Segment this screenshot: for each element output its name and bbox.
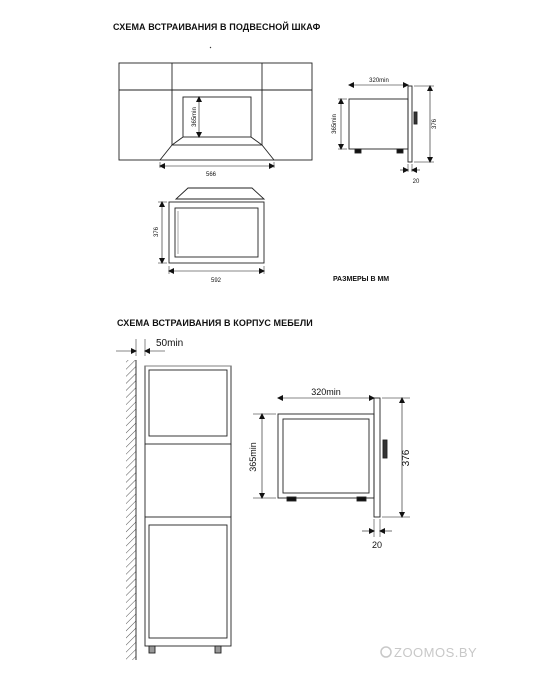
units-note: РАЗМЕРЫ В ММ <box>333 276 390 283</box>
label-side-depth-top: 320min <box>369 78 389 84</box>
label-gap: 50min <box>156 338 183 349</box>
title-furniture-case: СХЕМА ВСТРАИВАНИЯ В КОРПУС МЕБЕЛИ <box>117 318 313 328</box>
dim-side-depth-top: 320min <box>348 78 409 88</box>
dim-frame-bottom: 20 <box>362 519 392 550</box>
dim-gap: 50min <box>116 338 183 356</box>
dim-cabinet-width: 566 <box>159 162 275 178</box>
label-front-width: 592 <box>211 278 222 284</box>
oven-side-view-top <box>348 85 418 163</box>
label-niche-bottom: 365min <box>248 442 258 472</box>
label-height-bottom: 376 <box>401 449 412 466</box>
dim-niche-height: 365min <box>192 96 202 138</box>
title-wall-cabinet: СХЕМА ВСТРАИВАНИЯ В ПОДВЕСНОЙ ШКАФ <box>113 22 321 32</box>
watermark: ZOOMOS.BY <box>380 645 477 660</box>
wall-hatch <box>126 360 137 660</box>
label-niche-height: 365min <box>192 107 198 127</box>
dim-niche-bottom: 365min <box>248 413 276 499</box>
dim-side-depth-bottom: 320min <box>277 387 375 401</box>
dim-side-frame-top: 20 <box>400 164 420 185</box>
dim-side-niche-top: 365min <box>332 98 347 150</box>
label-side-niche-top: 365min <box>332 114 338 134</box>
label-side-height-top: 376 <box>432 118 438 129</box>
label-frame-bottom: 20 <box>372 540 382 550</box>
label-side-depth-bottom: 320min <box>311 387 341 397</box>
label-side-frame-top: 20 <box>413 179 420 185</box>
furniture-case <box>144 365 232 654</box>
watermark-text: ZOOMOS.BY <box>394 645 477 660</box>
oven-side-view-bottom <box>277 397 388 518</box>
dim-front-height: 376 <box>154 201 167 264</box>
wall-cabinet-front <box>118 46 313 161</box>
dim-side-height-top: 376 <box>414 85 438 163</box>
label-front-height: 376 <box>154 226 160 237</box>
dim-height-bottom: 376 <box>382 397 412 518</box>
label-cabinet-width: 566 <box>206 172 217 178</box>
oven-front-view <box>168 187 266 264</box>
dim-front-width: 592 <box>168 266 265 284</box>
